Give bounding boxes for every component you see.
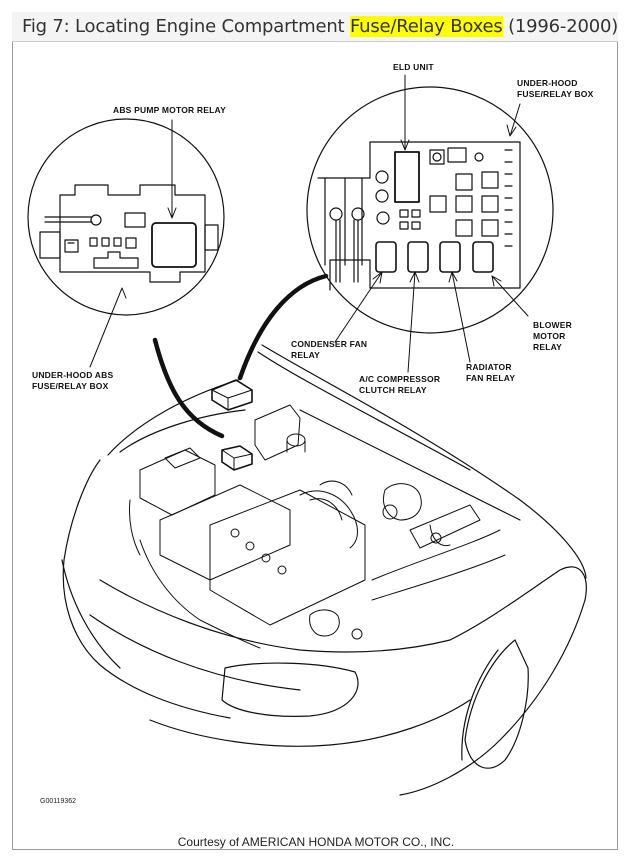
engine-components <box>129 379 506 649</box>
blower-motor-label-1: BLOWER <box>533 320 572 330</box>
under-hood-box-label-1: UNDER-HOOD <box>517 78 578 88</box>
abs-box-label-1: UNDER-HOOD ABS <box>32 370 113 380</box>
abs-detail-circle <box>27 118 225 316</box>
title-suffix: (1996-2000) <box>502 16 619 37</box>
engine-compartment-diagram: ELD UNIT UNDER-HOOD FUSE/RELAY BOX ABS P… <box>27 62 594 805</box>
fuse-box-connector-curve <box>237 273 329 381</box>
blower-motor-label-2: MOTOR <box>533 331 565 341</box>
radiator-fan-label-1: RADIATOR <box>466 362 512 372</box>
radiator-fan-label-2: FAN RELAY <box>466 373 515 383</box>
title-bar <box>12 12 618 42</box>
car-outline <box>61 344 587 796</box>
condenser-fan-label-1: CONDENSER FAN <box>291 339 367 349</box>
leader-lines <box>89 74 529 373</box>
title-highlight: Fuse/Relay Boxes <box>349 16 503 37</box>
underhood-detail-circle <box>306 86 554 334</box>
ac-clutch-label-2: CLUTCH RELAY <box>359 385 427 395</box>
figure-frame <box>12 12 618 850</box>
blower-motor-label-3: RELAY <box>533 342 562 352</box>
abs-box-label-2: FUSE/RELAY BOX <box>32 381 109 391</box>
abs-pump-relay-label: ABS PUMP MOTOR RELAY <box>113 105 226 115</box>
title-prefix: Fig 7: Locating Engine Compartment <box>22 16 350 37</box>
under-hood-box-label-2: FUSE/RELAY BOX <box>517 89 594 99</box>
eld-unit-label: ELD UNIT <box>393 62 434 72</box>
abs-connector-curve <box>152 337 225 439</box>
ac-clutch-label-1: A/C COMPRESSOR <box>359 374 440 384</box>
figure-code: G00119362 <box>40 798 76 805</box>
figure-title: Fig 7: Locating Engine Compartment Fuse/… <box>22 15 618 39</box>
courtesy-credit: Courtesy of AMERICAN HONDA MOTOR CO., IN… <box>177 835 455 849</box>
condenser-fan-label-2: RELAY <box>291 350 320 360</box>
